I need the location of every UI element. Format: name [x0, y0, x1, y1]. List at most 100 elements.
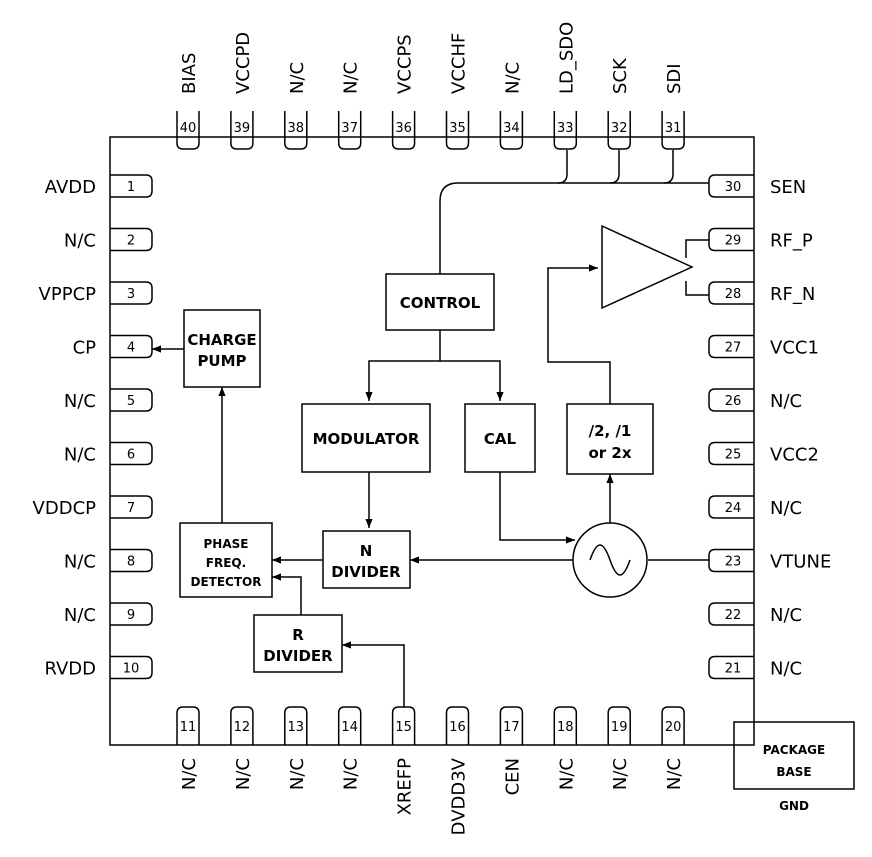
pin-number: 11 — [180, 720, 197, 735]
pin-name: VTUNE — [770, 552, 831, 573]
pin-name: VCCPD — [233, 32, 254, 94]
pin-number: 26 — [725, 394, 742, 409]
wire-xrefp-rdiv — [342, 641, 405, 707]
pfd-line3: DETECTOR — [191, 575, 262, 589]
pin-number: 19 — [611, 720, 628, 735]
pin-number: 2 — [127, 234, 135, 249]
pin-number: 13 — [288, 720, 305, 735]
pin-name: N/C — [179, 758, 200, 790]
pin-name: VCC1 — [770, 338, 819, 359]
pin-8: 8N/C — [64, 548, 153, 573]
pin-name: VPPCP — [39, 284, 97, 305]
chip-outline — [109, 136, 755, 746]
pfd-block: PHASE FREQ. DETECTOR — [179, 522, 273, 598]
pin-number: 21 — [725, 662, 742, 677]
vco-symbol — [572, 522, 648, 598]
control-block: CONTROL — [385, 273, 495, 331]
package-base-line2: BASE — [776, 765, 811, 779]
pin-13: 13N/C — [284, 706, 308, 790]
pfd-line1: PHASE — [204, 537, 249, 551]
wire-amp-rfp — [685, 239, 709, 258]
pin-name: N/C — [64, 445, 96, 466]
wire-sck — [609, 150, 620, 184]
pin-name: SDI — [664, 63, 685, 94]
pins-bottom: 11N/C12N/C13N/C14N/C15XREFP16DVDD3V17CEN… — [176, 706, 685, 835]
pin-name: VCCPS — [395, 34, 416, 94]
pin-20: 20N/C — [661, 706, 685, 790]
pin-name: VCCHF — [449, 33, 470, 94]
pin-name: N/C — [64, 552, 96, 573]
pin-name: N/C — [610, 758, 631, 790]
r-divider-line2: DIVIDER — [263, 647, 333, 665]
charge-pump-block: CHARGE PUMP — [183, 309, 261, 388]
pin-name: RF_N — [770, 284, 815, 305]
r-divider-block: R DIVIDER — [253, 614, 343, 673]
pin-name: N/C — [770, 605, 802, 626]
pin-name: N/C — [341, 62, 362, 94]
output-amplifier-icon — [601, 224, 694, 310]
pin-19: 19N/C — [607, 706, 631, 790]
pin-number: 36 — [395, 121, 412, 136]
wire-control-split — [365, 330, 441, 401]
pin-name: N/C — [64, 231, 96, 252]
pin-number: 1 — [127, 180, 135, 195]
pin-11: 11N/C — [176, 706, 200, 790]
pins-top: 40BIAS39VCCPD38N/C37N/C36VCCPS35VCCHF34N… — [176, 22, 685, 150]
pin-22: 22 N/C — [708, 602, 802, 626]
pin-name: SEN — [770, 177, 806, 198]
pin-31: 31 SDI — [661, 63, 685, 150]
pin-name: CP — [73, 338, 97, 359]
modulator-block: MODULATOR — [301, 403, 431, 473]
pin-number: 18 — [557, 720, 574, 735]
pin-number: 4 — [127, 341, 135, 356]
pin-number: 22 — [725, 608, 742, 623]
cal-label: CAL — [484, 430, 517, 448]
pin-number: 6 — [127, 448, 135, 463]
pin-number: 17 — [503, 720, 520, 735]
pin-number: 23 — [725, 555, 742, 570]
n-divider-block: N DIVIDER — [322, 530, 411, 589]
output-divider-line1: /2, /1 — [589, 422, 632, 440]
pin-5: 5 N/C — [64, 388, 153, 412]
pin-name: SCK — [610, 57, 631, 94]
output-divider-line2: or 2x — [588, 444, 631, 462]
pin-number: 5 — [127, 394, 135, 409]
pin-12: 12N/C — [230, 706, 254, 790]
pin-name: N/C — [64, 391, 96, 412]
pin-name: VCC2 — [770, 445, 819, 466]
pin-number: 30 — [725, 180, 742, 195]
pin-number: 31 — [665, 121, 682, 136]
pin-name: BIAS — [179, 53, 200, 94]
sine-wave-icon — [589, 544, 631, 576]
pin-number: 15 — [395, 720, 412, 735]
cal-block: CAL — [464, 403, 536, 473]
pin-number: 28 — [725, 287, 742, 302]
wire-control-cal — [440, 360, 504, 401]
pin-name: N/C — [770, 498, 802, 519]
pin-name: N/C — [287, 62, 308, 94]
wire-rdiv-pfd — [272, 573, 302, 615]
package-base: PACKAGE BASE — [733, 721, 855, 790]
pin-number: 9 — [127, 608, 135, 623]
n-divider-line1: N — [360, 542, 373, 560]
pin-number: 3 — [127, 287, 135, 302]
pin-number: 10 — [123, 662, 140, 677]
pin-18: 18N/C — [553, 706, 577, 790]
pin-number: 16 — [449, 720, 466, 735]
r-divider-line1: R — [292, 626, 304, 644]
pin-name: AVDD — [45, 177, 96, 198]
n-divider-line2: DIVIDER — [331, 563, 401, 581]
pin-name: N/C — [556, 758, 577, 790]
pin-name: N/C — [502, 62, 523, 94]
